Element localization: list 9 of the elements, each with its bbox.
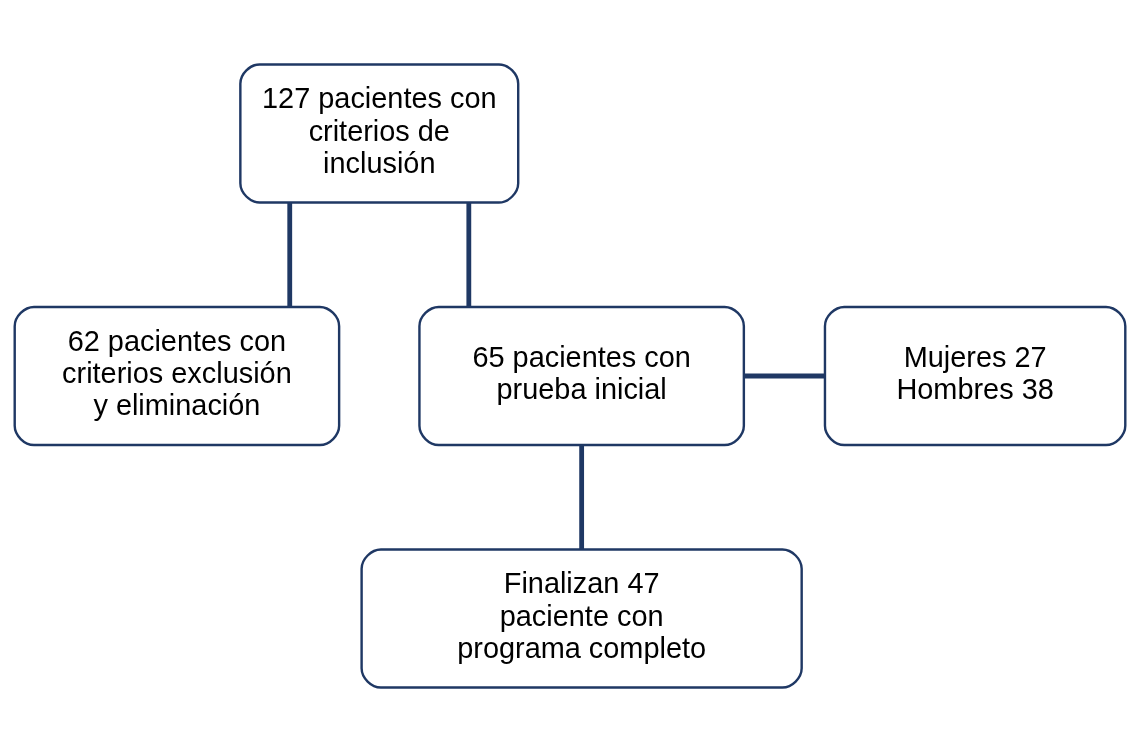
connector	[743, 373, 825, 379]
node-box: 65 pacientes con prueba inicial	[418, 305, 746, 447]
node-box: Finalizan 47 paciente con programa completo	[360, 548, 803, 689]
connector	[579, 445, 585, 550]
connector	[287, 203, 293, 307]
node-box: 127 pacientes con criterios de inclusión	[239, 63, 520, 204]
node-box: Mujeres 27 Hombres 38	[823, 305, 1127, 447]
connector	[466, 203, 472, 307]
node-box: 62 pacientes con criterios exclusión y eliminación	[13, 305, 341, 447]
